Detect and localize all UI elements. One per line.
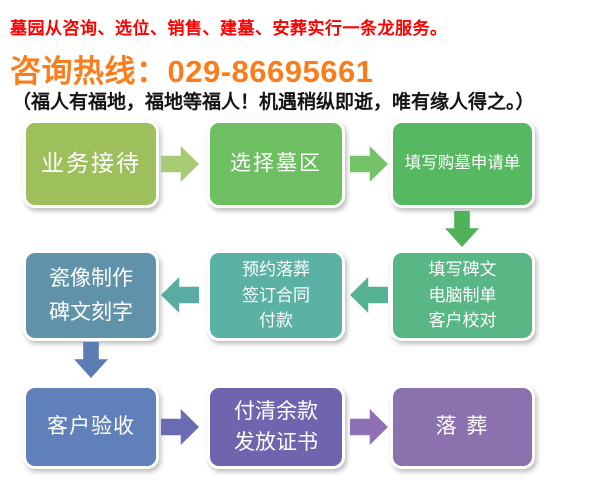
- arrow-right-icon: [350, 409, 388, 445]
- flow-step-contract-payment: 预约落葬 签订合同 付款: [207, 250, 345, 341]
- arrow-right-icon: [350, 146, 388, 182]
- flow-step-business-reception: 业务接待: [23, 120, 159, 208]
- slogan-text: （福人有福地，福地等福人！机遇稍纵即逝，唯有缘人得之。）: [12, 92, 535, 113]
- flow-step-customer-acceptance: 客户验收: [23, 385, 159, 469]
- flow-step-purchase-application: 填写购墓申请单: [390, 120, 535, 208]
- arrow-left-icon: [350, 277, 388, 313]
- flow-step-epitaph-proofing: 填写碑文 电脑制单 客户校对: [390, 250, 535, 341]
- arrow-left-icon: [161, 277, 199, 313]
- service-tagline: 墓园从咨询、选位、销售、建墓、安葬实行一条龙服务。: [10, 19, 448, 38]
- arrow-down-icon: [74, 342, 108, 378]
- flow-step-portrait-engraving: 瓷像制作 碑文刻字: [23, 250, 159, 341]
- flow-step-final-payment-certificate: 付清余款 发放证书: [207, 385, 345, 469]
- arrow-down-icon: [445, 211, 479, 247]
- arrow-right-icon: [161, 409, 199, 445]
- flow-step-select-grave-area: 选择墓区: [207, 120, 345, 208]
- flow-step-burial: 落 葬: [390, 385, 535, 469]
- arrow-right-icon: [161, 146, 199, 182]
- hotline-phone-number: 咨询热线：029-86695661: [10, 54, 374, 89]
